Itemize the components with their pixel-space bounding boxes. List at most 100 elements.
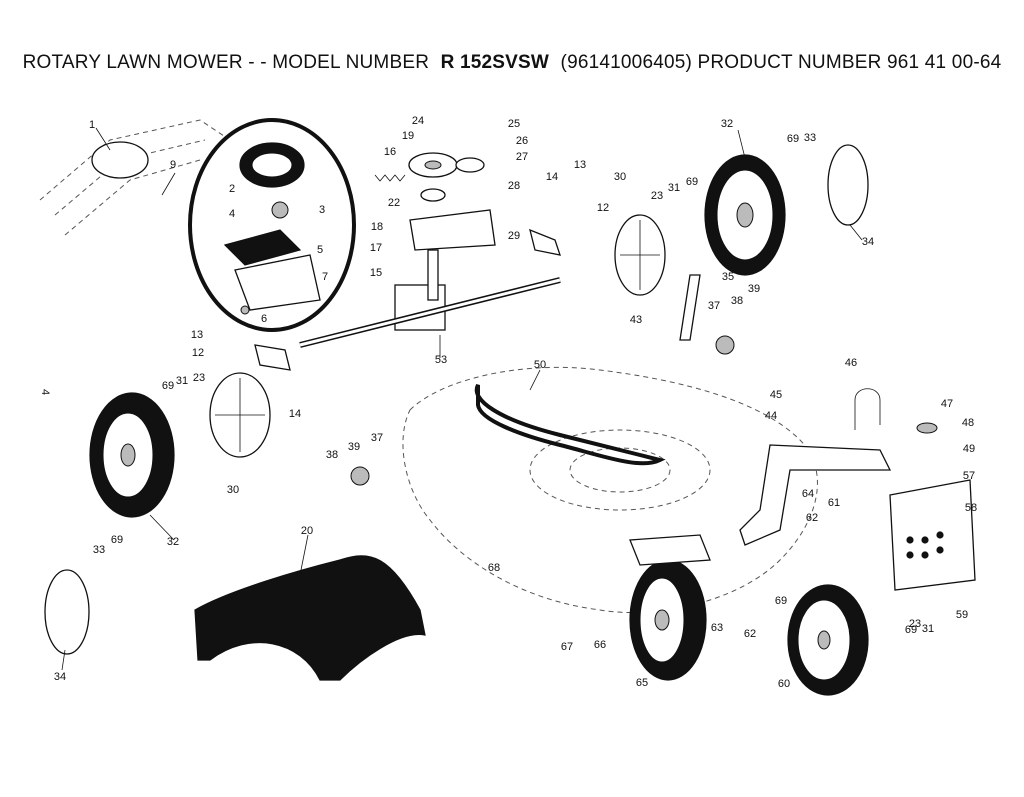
callout-45: 45 — [770, 389, 782, 401]
callout-69: 69 — [686, 176, 698, 188]
title-product-number: (96141006405) PRODUCT NUMBER 961 41 00-6… — [560, 52, 1002, 73]
callout-34: 34 — [54, 671, 66, 683]
callout-23: 23 — [193, 372, 205, 384]
title-model-number: R 152SVSW — [440, 52, 550, 73]
callout-33: 33 — [93, 544, 105, 556]
callout-63: 63 — [711, 622, 723, 634]
wheel-plate-right — [614, 214, 666, 296]
front-wheel — [787, 584, 869, 696]
drive-belt — [474, 384, 666, 466]
rear-wheel-left — [89, 392, 175, 518]
callout-39: 39 — [748, 283, 760, 295]
callout-9: 9 — [170, 159, 176, 171]
callout-5: 5 — [317, 244, 323, 256]
callout-17: 17 — [370, 242, 382, 254]
callout-61: 61 — [828, 497, 840, 509]
callout-46: 46 — [845, 357, 857, 369]
callout-60: 60 — [778, 678, 790, 690]
callout-50: 50 — [534, 359, 546, 371]
callout-69: 69 — [787, 133, 799, 145]
wheel-plate-left — [209, 372, 271, 458]
callout-58: 58 — [965, 502, 977, 514]
callout-32: 32 — [721, 118, 733, 130]
callout-26: 26 — [516, 135, 528, 147]
height-lever — [679, 274, 701, 341]
callout-7: 7 — [322, 271, 328, 283]
callout-25: 25 — [508, 118, 520, 130]
callout-34: 34 — [862, 236, 874, 248]
callout-64: 64 — [802, 488, 814, 500]
callout-69: 69 — [905, 624, 917, 636]
u-bolt — [854, 388, 881, 430]
callout-62: 62 — [806, 512, 818, 524]
callout-27: 27 — [516, 151, 528, 163]
callout-12: 12 — [192, 347, 204, 359]
hubcap-left — [44, 569, 90, 655]
callout-13: 13 — [574, 159, 586, 171]
pulleys — [408, 152, 496, 251]
callout-57: 57 — [963, 470, 975, 482]
callout-2: 2 — [229, 183, 235, 195]
callout-69: 69 — [775, 595, 787, 607]
callout-28: 28 — [508, 180, 520, 192]
gear-39b — [715, 335, 735, 355]
bracket-left — [254, 344, 291, 371]
callout-14: 14 — [546, 171, 558, 183]
callout-67: 67 — [561, 641, 573, 653]
callout-68: 68 — [488, 562, 500, 574]
callout-43: 43 — [630, 314, 642, 326]
callout-37: 37 — [371, 432, 383, 444]
callout-15: 15 — [370, 267, 382, 279]
callout-16: 16 — [384, 146, 396, 158]
callout-69: 69 — [111, 534, 123, 546]
callout-53: 53 — [435, 354, 447, 366]
callout-38: 38 — [731, 295, 743, 307]
callout-18: 18 — [371, 221, 383, 233]
callout-65: 65 — [636, 677, 648, 689]
callout-1: 1 — [89, 119, 95, 131]
callout-35: 35 — [722, 271, 734, 283]
callout-38: 38 — [326, 449, 338, 461]
callout-31: 31 — [922, 623, 934, 635]
front-bracket — [739, 444, 892, 546]
leader-lines — [61, 127, 863, 671]
detail-circle — [188, 118, 356, 332]
callout-33: 33 — [804, 132, 816, 144]
height-adjust-plate — [889, 479, 976, 591]
callout-32: 32 — [167, 536, 179, 548]
callout-3: 3 — [319, 204, 325, 216]
callout-14: 14 — [289, 408, 301, 420]
title-prefix: ROTARY LAWN MOWER - - MODEL NUMBER — [22, 52, 430, 73]
callout-22: 22 — [388, 197, 400, 209]
diagram-title: ROTARY LAWN MOWER - - MODEL NUMBER R 152… — [0, 52, 1024, 74]
gear-39 — [350, 466, 370, 486]
callout-4: 4 — [229, 208, 235, 220]
callout-39: 39 — [348, 441, 360, 453]
callout-48: 48 — [962, 417, 974, 429]
callout-62: 62 — [744, 628, 756, 640]
bracket-top — [529, 228, 561, 256]
callout-12: 12 — [597, 202, 609, 214]
spring — [374, 174, 406, 182]
callout-44: 44 — [765, 410, 777, 422]
callout-37: 37 — [708, 300, 720, 312]
callout-23: 23 — [651, 190, 663, 202]
callout-31: 31 — [668, 182, 680, 194]
callout-69: 69 — [162, 380, 174, 392]
callout-19: 19 — [402, 130, 414, 142]
callout-20: 20 — [301, 525, 313, 537]
front-caster-wheel — [629, 534, 711, 681]
transmission — [299, 249, 561, 348]
hubcap-right — [827, 144, 869, 226]
rear-discharge-chute — [194, 555, 426, 681]
rear-wheel-right — [704, 154, 786, 276]
handle-grip — [91, 141, 149, 179]
callout-47: 47 — [941, 398, 953, 410]
callout-labels: 1234567912121313141415161718192022232323… — [54, 115, 977, 690]
callout-23: 23 — [909, 618, 921, 630]
spacer — [916, 422, 938, 434]
callout-24: 24 — [412, 115, 424, 127]
callout-6: 6 — [261, 313, 267, 325]
callout-31: 31 — [176, 375, 188, 387]
